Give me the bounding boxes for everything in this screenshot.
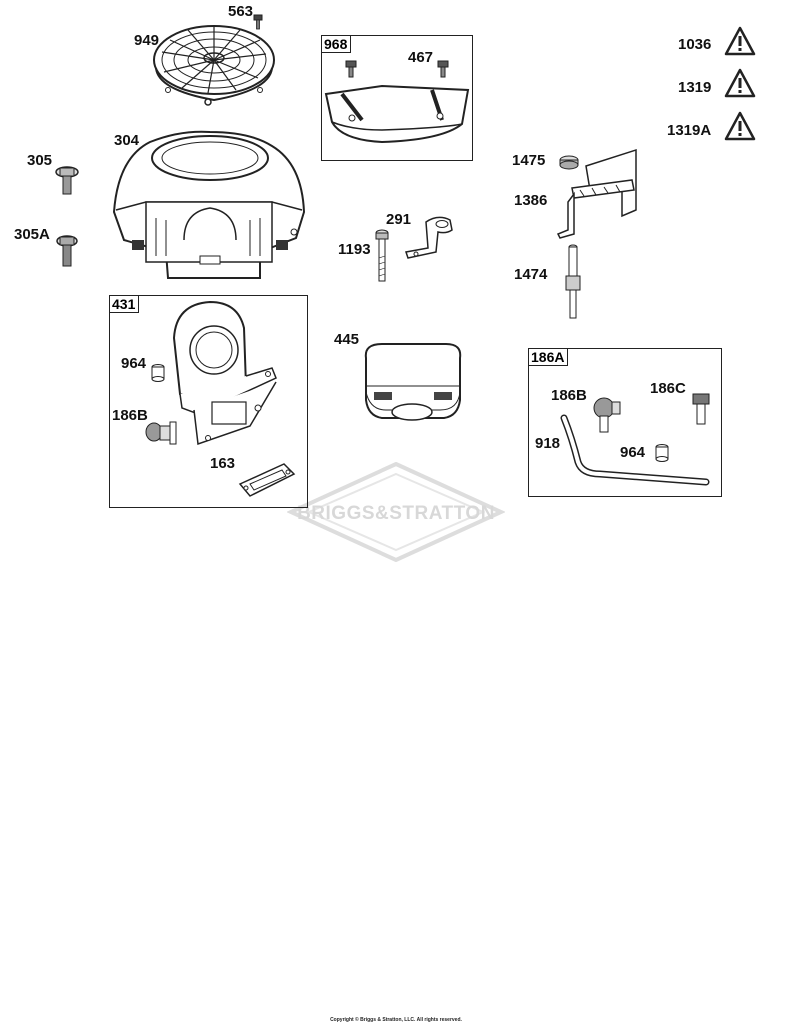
bolt-305-part[interactable] (54, 166, 80, 196)
screw-563-part[interactable] (251, 14, 265, 30)
warning-triangle-icon (724, 68, 756, 98)
screw-467-part[interactable] (436, 60, 450, 78)
kit-431-box: 431 (109, 295, 308, 508)
copyright-footer: Copyright © Briggs & Stratton, LLC. All … (330, 1017, 462, 1023)
label-949: 949 (134, 32, 160, 49)
label-1319a: 1319A (667, 122, 712, 139)
label-291: 291 (386, 211, 412, 228)
elbow-186c-part[interactable] (690, 390, 714, 426)
label-1386: 1386 (514, 192, 548, 209)
label-918: 918 (535, 435, 561, 452)
warning-triangle-icon (724, 111, 756, 141)
label-563: 563 (228, 3, 254, 20)
label-1474: 1474 (514, 266, 548, 283)
air-filter-element-part[interactable] (360, 338, 466, 428)
bolt-305a-part[interactable] (54, 234, 80, 268)
screw-968-left-part[interactable] (344, 60, 358, 78)
brand-watermark-logo (287, 462, 505, 562)
kit-186a-tag: 186A (528, 348, 569, 367)
label-304: 304 (114, 132, 140, 149)
label-305: 305 (27, 152, 53, 169)
fitting-964-part[interactable] (150, 364, 166, 382)
label-467: 467 (408, 49, 434, 66)
hose-918-part[interactable] (556, 414, 712, 488)
label-305a: 305A (14, 226, 50, 243)
label-964-kit186a: 964 (620, 444, 646, 461)
kit-186a-box: 186A (528, 348, 722, 497)
kit-968-tag: 968 (321, 35, 352, 54)
bolt-1193-part[interactable] (374, 228, 390, 284)
label-445: 445 (334, 331, 360, 348)
label-1193: 1193 (338, 241, 371, 258)
kit-968-box: 968 (321, 35, 473, 161)
bracket-1386-part[interactable] (550, 146, 640, 242)
blower-housing-part[interactable] (110, 128, 308, 280)
fitting-964-kit-part[interactable] (654, 444, 670, 462)
label-1036: 1036 (678, 36, 712, 53)
elbow-186b-kit-part[interactable] (144, 418, 180, 448)
label-186b-kit186a: 186B (551, 387, 587, 404)
label-186c: 186C (650, 380, 686, 397)
stud-1474-part[interactable] (562, 242, 584, 320)
bracket-291-part[interactable] (402, 212, 466, 264)
label-964-kit431: 964 (121, 355, 147, 372)
warning-triangle-icon (724, 26, 756, 56)
watermark-text: BRIGGS&STRATTON (297, 503, 495, 524)
label-1319: 1319 (678, 79, 712, 96)
elbow-186b-part[interactable] (590, 394, 624, 434)
label-186b-kit431: 186B (112, 407, 148, 424)
label-1475: 1475 (512, 152, 546, 169)
nut-1475-part[interactable] (558, 154, 580, 170)
kit-431-tag: 431 (109, 295, 140, 314)
bracket-cover-part[interactable] (322, 80, 472, 156)
fan-screen-part[interactable] (148, 20, 280, 108)
gasket-163-part[interactable] (236, 460, 298, 500)
air-filter-base-part[interactable] (168, 298, 282, 454)
label-163: 163 (210, 455, 236, 472)
